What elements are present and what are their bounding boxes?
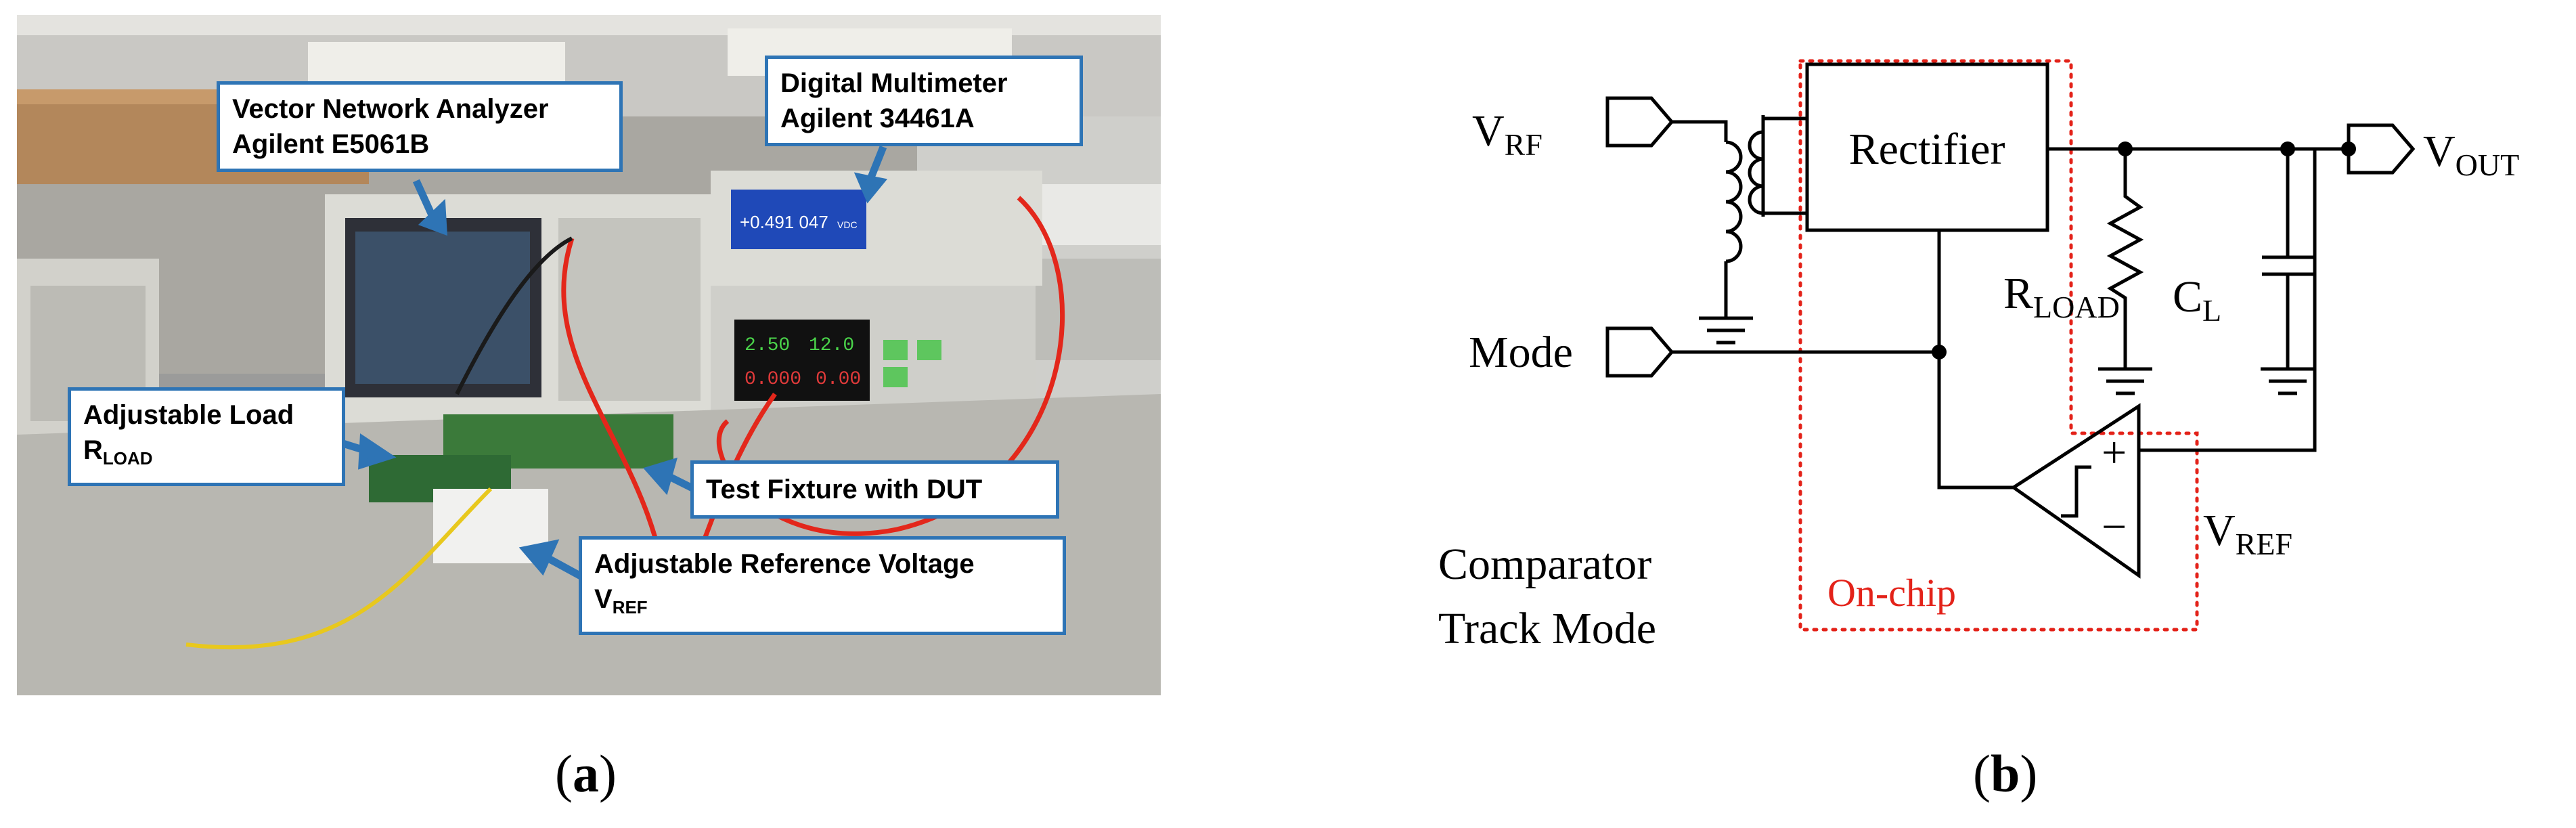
callout-load-symbol: RLOAD bbox=[83, 433, 330, 476]
cl-label: CL bbox=[2173, 272, 2221, 328]
callout-vref-name: Adjustable Reference Voltage bbox=[594, 549, 975, 579]
callout-load-symbol-main: R bbox=[83, 435, 103, 465]
callout-dmm-name: Digital Multimeter bbox=[780, 68, 1008, 98]
mode-port bbox=[1605, 326, 1674, 378]
psu-current-1: 0.000 bbox=[745, 369, 801, 390]
panel-label-b-open: ( bbox=[1973, 744, 1991, 803]
vout-label: VOUT bbox=[2423, 127, 2519, 182]
callout-vna: Vector Network Analyzer Agilent E5061B bbox=[217, 81, 623, 172]
ground-icon bbox=[1699, 316, 1753, 345]
callout-fixture-text: Test Fixture with DUT bbox=[706, 475, 983, 504]
vrf-label: VRF bbox=[1472, 106, 1542, 162]
capacitor-cl bbox=[2261, 149, 2315, 395]
transformer-secondary bbox=[1748, 130, 1764, 215]
callout-vna-name: Vector Network Analyzer bbox=[232, 94, 549, 124]
psu-voltage-1: 2.50 bbox=[745, 335, 790, 356]
callout-vref-symbol-sub: REF bbox=[612, 597, 648, 617]
mode-label: Mode bbox=[1469, 328, 1573, 377]
panel-label-a-close: ) bbox=[598, 744, 617, 803]
callout-vna-model: Agilent E5061B bbox=[232, 129, 430, 159]
callout-load: Adjustable Load RLOAD bbox=[68, 387, 345, 486]
psu-voltage-2: 12.0 bbox=[809, 335, 854, 356]
rectifier-label: Rectifier bbox=[1849, 125, 2005, 174]
callout-dmm-model: Agilent 34461A bbox=[780, 104, 975, 133]
panel-label-b-letter: b bbox=[1990, 744, 2020, 803]
vref-label: VREF bbox=[2203, 506, 2292, 561]
test-setup-scene: +0.491 047 VDC 2.50 12.0 0.000 0.00 bbox=[17, 15, 1161, 695]
resistor-rload bbox=[2098, 149, 2152, 395]
comparator-caption-line2: Track Mode bbox=[1438, 604, 1656, 653]
callout-vref-symbol-main: V bbox=[594, 584, 613, 614]
callout-dmm: Digital Multimeter Agilent 34461A bbox=[765, 56, 1083, 146]
panel-label-a-open: ( bbox=[555, 744, 573, 803]
comparator-caption-line1: Comparator bbox=[1438, 540, 1651, 589]
comparator-plus: + bbox=[2102, 428, 2127, 477]
panel-label-b-close: ) bbox=[2020, 744, 2038, 803]
callout-vref-symbol: VREF bbox=[594, 582, 1050, 625]
rload-label: RLOAD bbox=[2003, 269, 2120, 324]
psu-current-2: 0.00 bbox=[816, 369, 861, 390]
comparator bbox=[2010, 149, 2317, 579]
panel-label-a-letter: a bbox=[572, 744, 599, 803]
dmm-unit: VDC bbox=[837, 219, 858, 230]
vout-port bbox=[2347, 123, 2416, 175]
vrf-port bbox=[1605, 96, 1674, 148]
transformer-primary bbox=[1725, 140, 1743, 263]
callout-load-symbol-sub: LOAD bbox=[102, 448, 153, 469]
callout-load-name: Adjustable Load bbox=[83, 400, 294, 430]
rectifier-schematic: VRF Rectifier VOUT RLOAD CL Mode + − bbox=[1438, 59, 2519, 653]
on-chip-boundary bbox=[1798, 59, 2199, 632]
comparator-minus: − bbox=[2102, 502, 2127, 552]
node-dot-mode bbox=[1932, 345, 1947, 359]
on-chip-label: On-chip bbox=[1827, 571, 1956, 615]
panel-label-a: (a) bbox=[555, 743, 617, 804]
panel-label-b: (b) bbox=[1973, 743, 2037, 804]
dmm-reading: +0.491 047 bbox=[740, 212, 828, 232]
callout-fixture: Test Fixture with DUT bbox=[690, 460, 1059, 519]
callout-vref: Adjustable Reference Voltage VREF bbox=[579, 536, 1066, 635]
test-setup-photo: +0.491 047 VDC 2.50 12.0 0.000 0.00 bbox=[17, 15, 1161, 695]
